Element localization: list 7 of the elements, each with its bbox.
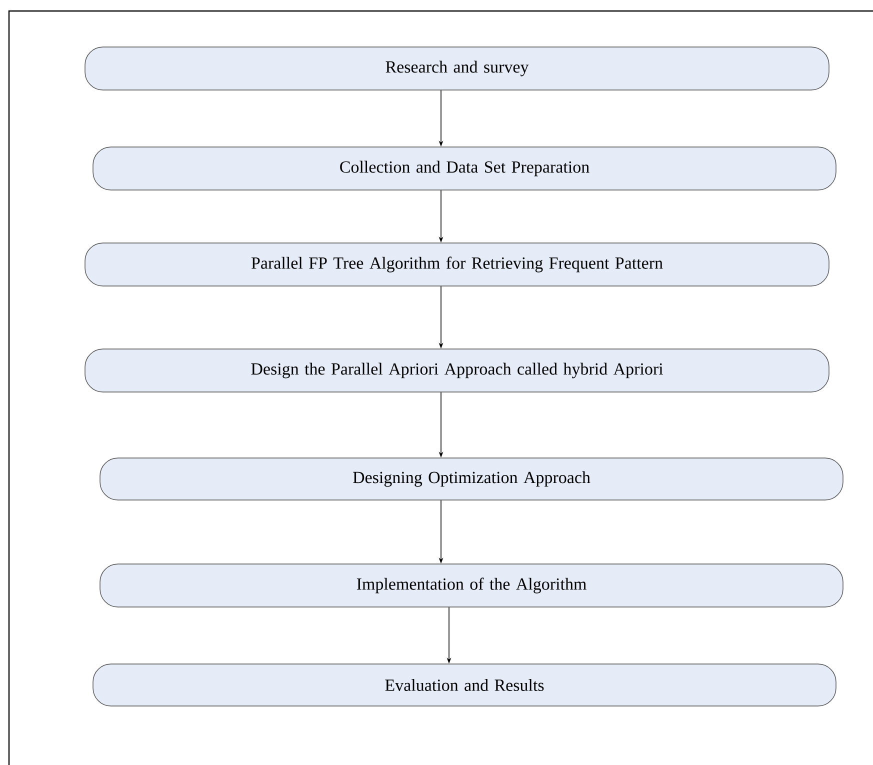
process-box: Designing Optimization Approach [100,458,844,500]
process-box: Parallel FP Tree Algorithm for Retrieving Frequent Pattern [84,242,830,286]
process-box: Collection and Data Set Preparation [92,146,836,190]
process-box: Design the Parallel Apriori Approach called hybrid Apriori [84,348,830,392]
process-box: Research and survey [84,46,830,90]
process-box: Evaluation and Results [92,664,836,706]
process-box: Implementation of the Algorithm [100,564,844,608]
